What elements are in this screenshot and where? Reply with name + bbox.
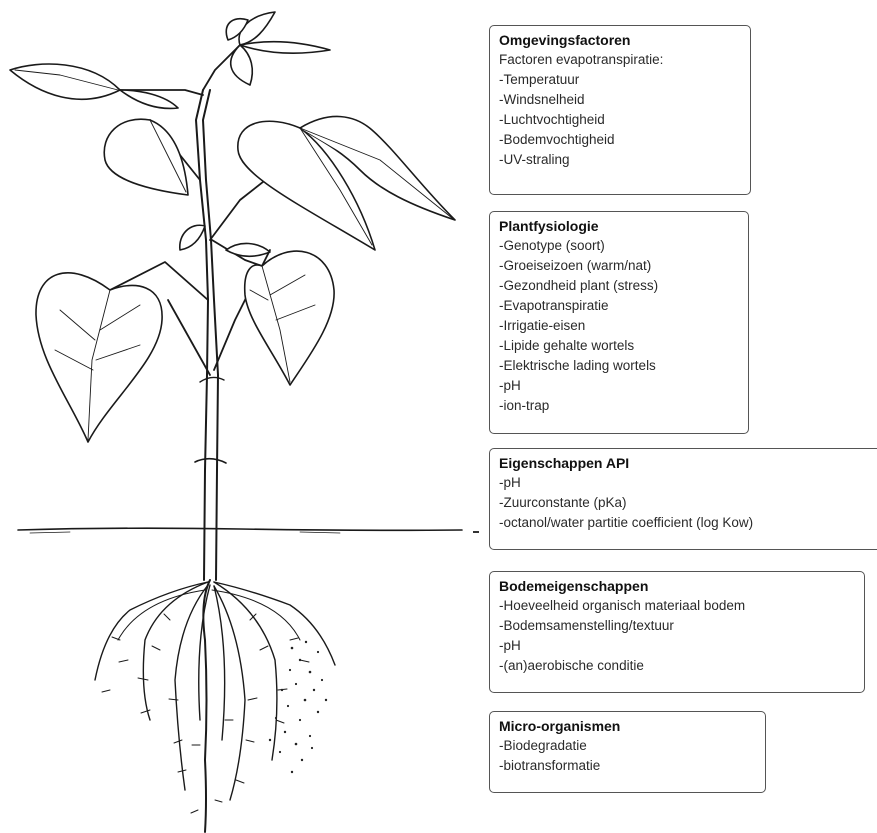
box-title: Bodemeigenschappen <box>499 578 856 595</box>
list-item: -pH <box>499 473 877 493</box>
list-item: -octanol/water partitie coefficient (log… <box>499 513 877 533</box>
list-item: Factoren evapotranspiratie: <box>499 50 742 70</box>
soil-particles <box>269 641 327 773</box>
list-item: -Genotype (soort) <box>499 236 740 256</box>
box-title: Plantfysiologie <box>499 218 740 235</box>
roots <box>95 580 335 832</box>
list-item: -biotransformatie <box>499 756 757 776</box>
stem <box>195 90 226 580</box>
list-item: -Evapotranspiratie <box>499 296 740 316</box>
box-eigenschappen-api: Eigenschappen API -pH -Zuurconstante (pK… <box>489 448 877 550</box>
list-item: -Luchtvochtigheid <box>499 110 742 130</box>
box-plantfysiologie: Plantfysiologie -Genotype (soort) -Groei… <box>489 211 749 434</box>
list-item: -Windsnelheid <box>499 90 742 110</box>
list-item: -UV-straling <box>499 150 742 170</box>
list-item: -ion-trap <box>499 396 740 416</box>
box-title: Micro-organismen <box>499 718 757 735</box>
list-item: -Elektrische lading wortels <box>499 356 740 376</box>
list-item: -Bodemsamenstelling/textuur <box>499 616 856 636</box>
list-item: -Hoeveelheid organisch materiaal bodem <box>499 596 856 616</box>
box-omgevingsfactoren: Omgevingsfactoren Factoren evapotranspir… <box>489 25 751 195</box>
list-item: -pH <box>499 636 856 656</box>
ground-line-end-mark <box>473 531 479 533</box>
list-item: -Irrigatie-eisen <box>499 316 740 336</box>
list-item: -Zuurconstante (pKa) <box>499 493 877 513</box>
list-item: -Biodegradatie <box>499 736 757 756</box>
box-bodemeigenschappen: Bodemeigenschappen -Hoeveelheid organisc… <box>489 571 865 693</box>
list-item: -Lipide gehalte wortels <box>499 336 740 356</box>
box-micro-organismen: Micro-organismen -Biodegradatie -biotran… <box>489 711 766 793</box>
list-item: -Groeiseizoen (warm/nat) <box>499 256 740 276</box>
plant-illustration <box>0 0 480 833</box>
list-item: -pH <box>499 376 740 396</box>
ground-line <box>18 528 462 530</box>
list-item: -Gezondheid plant (stress) <box>499 276 740 296</box>
box-title: Omgevingsfactoren <box>499 32 742 49</box>
list-item: -(an)aerobische conditie <box>499 656 856 676</box>
box-title: Eigenschappen API <box>499 455 877 472</box>
list-item: -Temperatuur <box>499 70 742 90</box>
leaves <box>10 12 455 442</box>
list-item: -Bodemvochtigheid <box>499 130 742 150</box>
